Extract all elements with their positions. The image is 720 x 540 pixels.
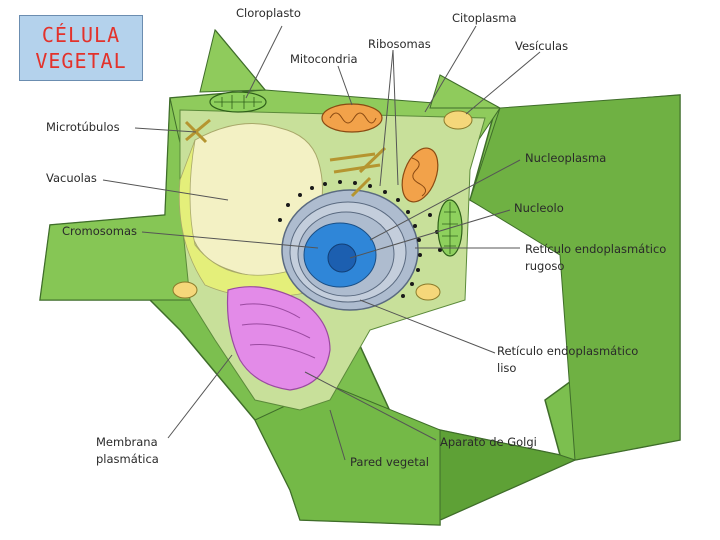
- label-membrana-line1: Membrana: [96, 435, 158, 449]
- title-line-1: CÉLULA: [41, 23, 121, 47]
- label-nucleolo: Nucleolo: [514, 201, 564, 215]
- label-ribosomas: Ribosomas: [368, 37, 431, 51]
- mitochondrion: [321, 103, 383, 133]
- nucleus: [303, 222, 377, 288]
- mitochondrion-2: [401, 147, 439, 203]
- golgi-apparatus: [226, 286, 331, 391]
- label-vacuolas: Vacuolas: [46, 171, 97, 185]
- microtubules: [184, 118, 387, 198]
- label-citoplasma: Citoplasma: [452, 11, 517, 25]
- label-rer-line1: Retículo endoplasmático: [525, 242, 666, 256]
- label-rer-line2: rugoso: [525, 259, 564, 273]
- chloroplast: [209, 91, 267, 113]
- label-pared: Pared vegetal: [350, 455, 429, 469]
- label-vesiculas: Vesículas: [515, 39, 568, 53]
- title-line-2: VEGETAL: [35, 49, 127, 73]
- label-microtubulos: Microtúbulos: [46, 120, 120, 134]
- labels: Cloroplasto Citoplasma Ribosomas Mitocon…: [46, 6, 666, 469]
- leader-lines: [102, 25, 541, 461]
- ribosome-dots: [278, 180, 442, 298]
- label-golgi: Aparato de Golgi: [440, 435, 537, 449]
- label-rel-line2: liso: [497, 361, 516, 375]
- vesicles: [172, 110, 473, 301]
- title-box: CÉLULA VEGETAL: [19, 15, 143, 81]
- nucleolus: [327, 243, 357, 273]
- label-rel-line1: Retículo endoplasmático: [497, 344, 638, 358]
- label-cromosomas: Cromosomas: [62, 224, 137, 238]
- label-nucleoplasma: Nucleoplasma: [525, 151, 606, 165]
- label-membrana-line2: plasmática: [96, 452, 159, 466]
- label-mitocondria: Mitocondria: [290, 52, 358, 66]
- label-cloroplasto: Cloroplasto: [236, 6, 301, 20]
